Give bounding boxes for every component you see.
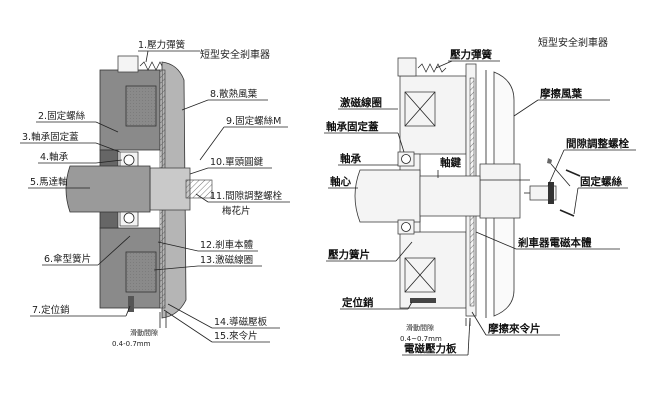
left-coil-upper <box>125 85 157 127</box>
label-r-shaft: 軸心 <box>330 175 351 188</box>
right-screw-mid <box>565 169 581 177</box>
left-labels: 1.壓力彈簧 2.固定螺絲 3.軸承固定蓋 4.軸承 5.馬達軸 6.傘型簧片 … <box>20 39 290 348</box>
right-labels: 壓力彈簧 激磁線圈 摩擦風葉 軸承固定蓋 軸承 軸心 軸鍵 間隙調整螺栓 固定螺… <box>324 48 636 356</box>
label-r-gap-adjust-bolt: 間隙調整螺栓 <box>566 137 629 150</box>
label-fixing-screw-m: 9.固定螺絲M <box>226 115 281 127</box>
right-hub <box>479 163 521 219</box>
left-brake-diagram: 短型安全剎車器 <box>20 39 290 348</box>
label-r-bearing-cover: 軸承固定蓋 <box>326 120 379 133</box>
label-r-friction-fan: 摩擦風葉 <box>540 87 582 100</box>
right-pressure-spring <box>417 63 447 73</box>
label-r-pressure-leaf: 壓力簧片 <box>328 248 370 261</box>
label-r-brake-body: 剎車器電磁本體 <box>517 236 592 249</box>
label-star-washer: 梅花片 <box>222 205 251 217</box>
label-r-locating-pin: 定位銷 <box>341 296 374 309</box>
left-locating-pin <box>128 296 134 312</box>
right-screw-top <box>547 158 552 164</box>
left-title: 短型安全剎車器 <box>200 48 270 61</box>
label-r-excitation-coil: 激磁線圈 <box>340 96 382 109</box>
right-spring-bracket <box>397 57 417 77</box>
right-locating-pin <box>410 298 436 303</box>
right-screw-bottom <box>559 209 575 217</box>
label-cooling-fan: 8.散熱風葉 <box>210 88 258 100</box>
label-r-armature-plate: 電磁壓力板 <box>404 342 457 355</box>
label-r-gap-value: 0.4~0.7mm <box>400 335 442 343</box>
left-brake-housing <box>65 55 213 328</box>
label-pressure-spring: 1.壓力彈簧 <box>138 39 186 51</box>
label-r-shaft-key: 軸鍵 <box>440 156 461 169</box>
label-belleville-spring: 6.傘型簧片 <box>44 253 91 265</box>
left-motor-shaft <box>65 165 151 213</box>
left-coil-lower <box>125 251 157 293</box>
right-shaft-sleeve <box>419 175 481 217</box>
label-gap-title: 滑動間隙 <box>130 328 158 337</box>
label-gap-value: 0.4-0.7mm <box>112 340 151 348</box>
label-r-friction-lining: 摩擦來令片 <box>488 322 541 335</box>
label-gap-adjust-bolt: 11.間隙調整螺栓 <box>210 190 283 202</box>
label-armature-plate: 14.導磁壓板 <box>214 316 268 328</box>
right-brake-housing <box>354 57 581 318</box>
label-motor-shaft: 5.馬達軸 <box>30 176 68 188</box>
label-bearing: 4.軸承 <box>40 151 69 163</box>
label-brake-lining: 15.來令片 <box>214 330 258 342</box>
label-brake-body: 12.剎車本體 <box>200 239 254 251</box>
label-excitation-coil: 13.激磁線圈 <box>200 254 253 266</box>
label-r-gap-title: 滑動間隙 <box>406 323 434 332</box>
left-spring-bracket <box>117 55 139 73</box>
label-locating-pin: 7.定位銷 <box>32 304 70 316</box>
label-r-pressure-spring: 壓力彈簧 <box>450 48 492 61</box>
right-title: 短型安全剎車器 <box>538 36 608 49</box>
left-adjust-bolt <box>185 179 213 199</box>
label-r-fixing-screw: 固定螺絲 <box>580 175 622 188</box>
right-brake-diagram: 短型安全剎車器 <box>324 36 636 356</box>
label-r-bearing: 軸承 <box>340 152 361 165</box>
right-shaft <box>354 169 421 223</box>
label-bearing-cover: 3.軸承固定蓋 <box>22 131 79 143</box>
label-fixing-screw: 2.固定螺絲 <box>38 110 86 122</box>
left-hub <box>149 167 191 211</box>
label-single-key: 10.單頭圓鍵 <box>210 156 264 168</box>
